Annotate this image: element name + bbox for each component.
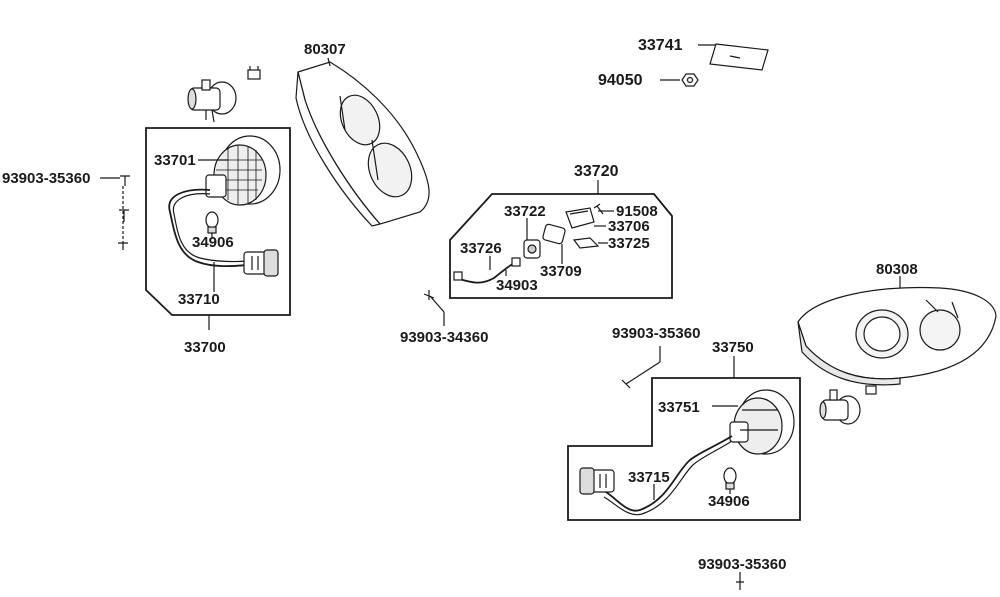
screw-93903-35360-c-illustration: [736, 578, 744, 590]
label-33725: 33725: [608, 235, 650, 252]
screw-93903-34360-illustration: [423, 290, 445, 313]
label-34906-b: 34906: [708, 493, 750, 510]
label-33710: 33710: [178, 291, 220, 308]
connector-right-illustration: [579, 467, 615, 495]
label-93903-34360: 93903-34360: [400, 329, 488, 346]
label-33709: 33709: [540, 263, 582, 280]
gasket-33709-illustration: [542, 223, 566, 245]
label-34906-a: 34906: [192, 234, 234, 251]
label-80307: 80307: [304, 41, 346, 58]
label-93903-35360-a: 93903-35360: [2, 170, 90, 187]
label-33751: 33751: [658, 399, 700, 416]
assembly-outline-33750: [567, 377, 801, 521]
screw-93903-35360-b-illustration: [621, 361, 661, 389]
label-33750: 33750: [712, 339, 754, 356]
assembly-outline-33720: [449, 193, 673, 299]
screws-93903-35360-a: [118, 175, 130, 250]
label-93903-35360-b: 93903-35360: [612, 325, 700, 342]
connector-illustration: [243, 249, 279, 277]
bulb-34906-right-illustration: [723, 467, 737, 490]
label-33720: 33720: [574, 163, 619, 180]
part-33725-illustration: [572, 237, 600, 249]
right-clip-illustration: [865, 385, 877, 395]
label-34903: 34903: [496, 277, 538, 294]
wire-34903-illustration: [455, 261, 517, 284]
lens-33706-illustration: [565, 207, 595, 229]
assembly-outline-33700: [145, 127, 291, 316]
socket-33722-illustration: [523, 239, 541, 259]
label-33700: 33700: [184, 339, 226, 356]
label-93903-35360-c: 93903-35360: [698, 556, 786, 573]
label-33715: 33715: [628, 469, 670, 486]
nut-94050-illustration: [681, 73, 699, 87]
bulb-socket-illustration: [187, 79, 237, 123]
small-clip-illustration: [247, 66, 261, 80]
label-33741: 33741: [638, 37, 683, 54]
label-94050: 94050: [598, 72, 643, 89]
label-33706: 33706: [608, 218, 650, 235]
bulb-34906-illustration: [205, 211, 219, 234]
right-bulb-socket-illustration: [819, 389, 861, 425]
wire-harness-33710: [168, 188, 249, 268]
label-33726: 33726: [460, 240, 502, 257]
casing-80307-illustration: [295, 61, 430, 227]
label-33722: 33722: [504, 203, 546, 220]
wire-harness-33715: [605, 435, 733, 512]
right-headlight-assembly-group: [567, 356, 801, 521]
leader-80307: [327, 57, 331, 67]
headlight-unit-right-illustration: [729, 389, 795, 455]
label-91508: 91508: [616, 203, 658, 220]
label-33701: 33701: [154, 152, 196, 169]
center-lamp-assembly-group: [449, 180, 673, 299]
label-80308: 80308: [876, 261, 918, 278]
part-33741-illustration: [709, 43, 769, 71]
left-headlight-assembly-group: [100, 66, 291, 330]
casing-80308-illustration: [797, 286, 997, 386]
headlight-unit-illustration: [205, 135, 281, 206]
